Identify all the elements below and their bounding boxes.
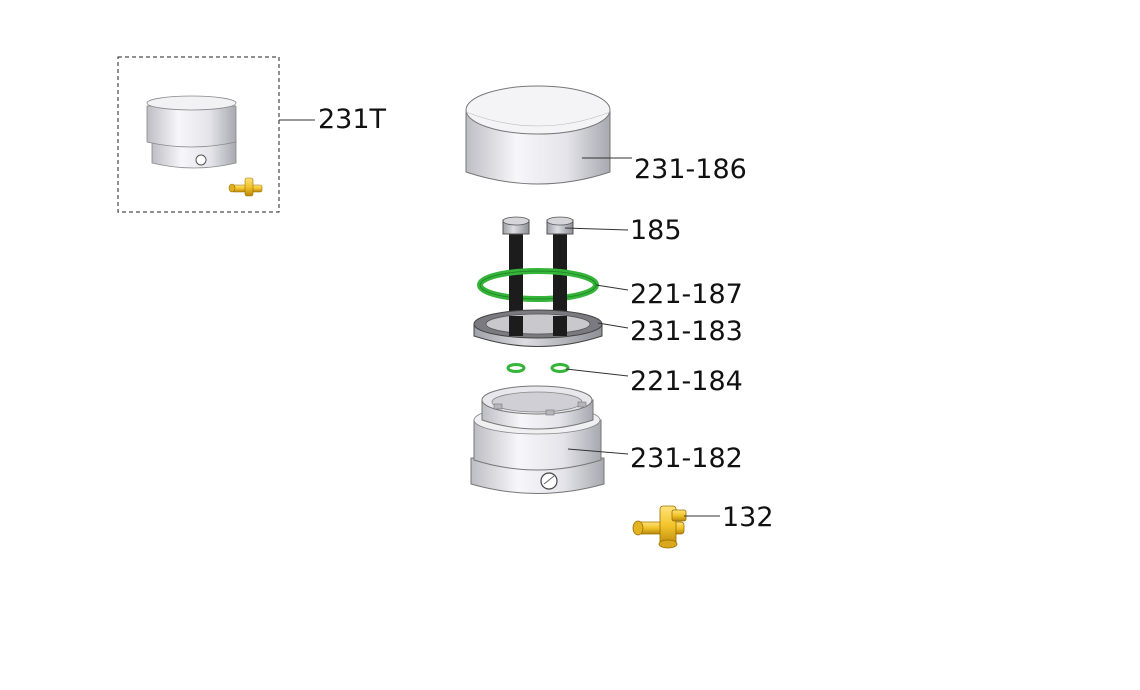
label-seal-ring: 231-183 bbox=[630, 316, 743, 347]
housing-illustration bbox=[470, 385, 605, 494]
tee-fitting-illustration bbox=[632, 505, 687, 549]
label-tee-fitting: 132 bbox=[722, 502, 774, 533]
label-cap: 231-186 bbox=[634, 154, 747, 185]
leader-housing bbox=[567, 448, 629, 455]
label-housing: 231-182 bbox=[630, 443, 743, 474]
label-oring-small: 221-184 bbox=[630, 366, 743, 397]
label-bolts: 185 bbox=[630, 215, 682, 246]
oring-small-illustration bbox=[506, 363, 570, 373]
leader-seal-ring bbox=[597, 322, 629, 329]
kit-dashed-frame bbox=[117, 56, 280, 213]
kit-housing-illustration bbox=[146, 95, 237, 169]
leader-bolts bbox=[564, 227, 629, 231]
leader-oring-large bbox=[595, 284, 629, 291]
label-oring-large: 221-187 bbox=[630, 279, 743, 310]
leader-oring-small bbox=[565, 368, 629, 377]
assembly-kit-inset bbox=[117, 56, 280, 213]
kit-tee-fitting-illustration bbox=[228, 177, 263, 197]
label-assembly-kit: 231T bbox=[318, 104, 387, 135]
cap-illustration bbox=[465, 85, 611, 185]
oring-large-illustration bbox=[477, 268, 599, 306]
seal-ring-illustration bbox=[473, 309, 603, 347]
leader-lines bbox=[279, 119, 720, 517]
